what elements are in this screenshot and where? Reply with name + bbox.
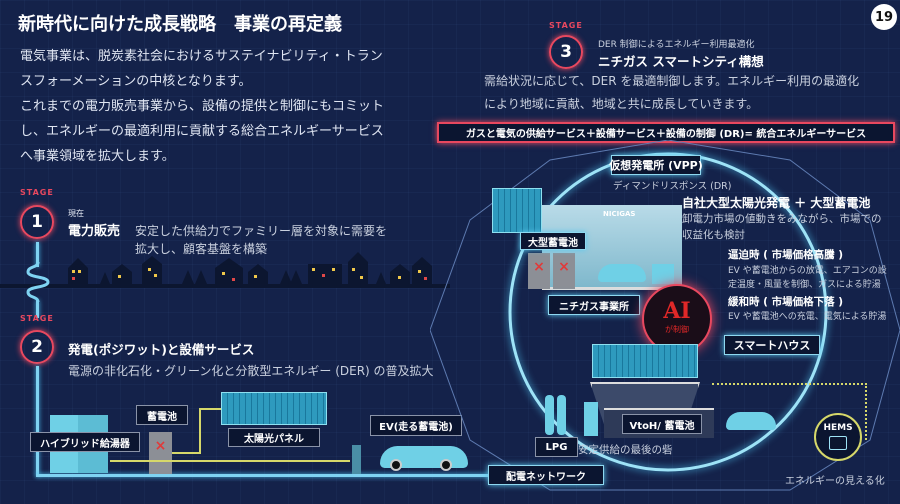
- vpp-label: 仮想発電所 (VPP): [609, 155, 703, 175]
- house-solar-panel: [592, 344, 698, 378]
- intro-line: へ事業領域を拡大します。: [20, 149, 175, 164]
- own-generation-desc: 卸電力市場の値動きをみながら、市場での: [682, 213, 882, 225]
- lpg-cylinder: [557, 395, 566, 435]
- ai-label: AI: [663, 298, 691, 324]
- connector-squiggle: [26, 262, 50, 302]
- page-number: 19: [871, 4, 897, 30]
- water-heater-label: ハイブリッド給湯器: [30, 432, 140, 452]
- stage-1-heading: 電力販売: [68, 224, 121, 239]
- smart-city-dome: [430, 140, 900, 491]
- vtoh-label: VtoH/ 蓄電池: [622, 414, 702, 434]
- ease-heading: 緩和時 ( 市場価格下落 ): [728, 296, 844, 308]
- stage-3-heading: ニチガス スマートシティ構想: [598, 54, 764, 69]
- stage-3-sub: DER 制御によるエネルギー利用最適化: [598, 40, 755, 50]
- office-label: ニチガス事業所: [548, 295, 640, 315]
- stage-2-heading: 発電(ポジワット)と設備サービス: [68, 342, 255, 357]
- page-title: 新時代に向けた成長戦略 事業の再定義: [18, 14, 342, 35]
- own-generation-desc: 収益化も検討: [682, 229, 745, 241]
- distribution-line: [36, 474, 491, 477]
- stage-3-desc: により地域に貢献、地域と共に成長していきます。: [484, 97, 759, 111]
- stage-2-desc: 電源の非化石化・グリーン化と分散型エネルギー (DER) の普及拡大: [68, 364, 434, 378]
- intro-line: し、エネルギーの最適利用に貢献する総合エネルギーサービス: [20, 124, 384, 139]
- stage-1-tag: 現在: [68, 209, 84, 218]
- connector-pipe: [36, 300, 39, 318]
- intro-line: これまでの電力販売事業から、設備の提供と制御にもコミット: [20, 99, 385, 114]
- ev-label: EV(走る蓄電池): [370, 415, 462, 436]
- large-solar-panel: [492, 188, 542, 233]
- stage-3-badge: 3: [549, 35, 583, 69]
- connector-pipe: [36, 366, 39, 476]
- intro-line: 電気事業は、脱炭素社会におけるサステイナビリティ・トラン: [20, 49, 383, 64]
- distribution-network-label: 配電ネットワーク: [488, 465, 604, 485]
- tight-heading: 逼迫時 ( 市場価格高騰 ): [728, 249, 844, 261]
- stage-3-desc: 需給状況に応じて、DER を最適制御します。エネルギー利用の最適化: [484, 74, 860, 88]
- dr-label: ディマンドリスポンス (DR): [613, 181, 732, 192]
- ease-desc: EV や蓄電池への充電、電気による貯湯: [728, 312, 887, 322]
- large-battery-x-icon: ×: [553, 253, 575, 289]
- power-wire: [172, 452, 200, 454]
- power-wire: [199, 408, 221, 410]
- smart-house-label: スマートハウス: [724, 335, 820, 355]
- large-battery-x-icon: ×: [528, 253, 550, 289]
- hems-link: [712, 383, 867, 440]
- company-ev: [598, 264, 646, 282]
- ai-control-badge: AI が制御: [642, 284, 712, 354]
- battery-x-icon: ×: [149, 432, 172, 474]
- nicigas-logo: NICIGAS: [603, 210, 636, 218]
- stage-label: STAGE: [549, 21, 583, 30]
- stage-label: STAGE: [20, 314, 54, 323]
- tight-desc: EV や蓄電池からの放電、エアコンの設: [728, 266, 887, 276]
- lpg-label: LPG: [535, 437, 578, 457]
- tight-desc: 定温度・風量を制御、ガスによる貯湯: [728, 280, 881, 290]
- house-ev: [726, 412, 776, 430]
- charger-unit: [652, 264, 674, 284]
- stage-2-badge: 2: [20, 330, 54, 364]
- stage-label: STAGE: [20, 188, 54, 197]
- own-generation-heading: 自社大型太陽光発電 ＋ 大型蓄電池: [682, 196, 871, 210]
- power-wire: [110, 460, 350, 462]
- tablet-icon: [829, 436, 847, 450]
- integrated-service-banner: ガスと電気の供給サービス＋設備サービス＋設備の制御 (DR)= 統合エネルギーサ…: [437, 122, 895, 143]
- intro-line: スフォーメーションの中核となります。: [20, 74, 252, 89]
- power-wire: [199, 408, 201, 454]
- stage-1-desc: 拡大し、顧客基盤を構築: [135, 242, 268, 256]
- water-heater-unit: [584, 402, 598, 436]
- hems-label: HEMS: [823, 423, 853, 433]
- hems-badge: HEMS: [814, 413, 862, 461]
- ai-sub-label: が制御: [665, 325, 689, 334]
- ev-charger: [352, 445, 361, 474]
- stage-1-desc: 安定した供給力でファミリー層を対象に需要を: [135, 224, 388, 238]
- lpg-cylinder: [545, 395, 554, 435]
- solar-panel: [221, 392, 327, 425]
- stage-1-badge: 1: [20, 205, 54, 239]
- lpg-desc: 安定供給の最後の砦: [578, 444, 673, 456]
- battery-label: 蓄電池: [136, 405, 188, 425]
- solar-panel-label: 太陽光パネル: [228, 428, 320, 447]
- ev-car: [380, 446, 468, 471]
- hems-desc: エネルギーの見える化: [785, 476, 885, 487]
- connector-pipe: [36, 242, 39, 267]
- large-battery-label: 大型蓄電池: [520, 232, 586, 250]
- town-silhouette: [0, 252, 450, 288]
